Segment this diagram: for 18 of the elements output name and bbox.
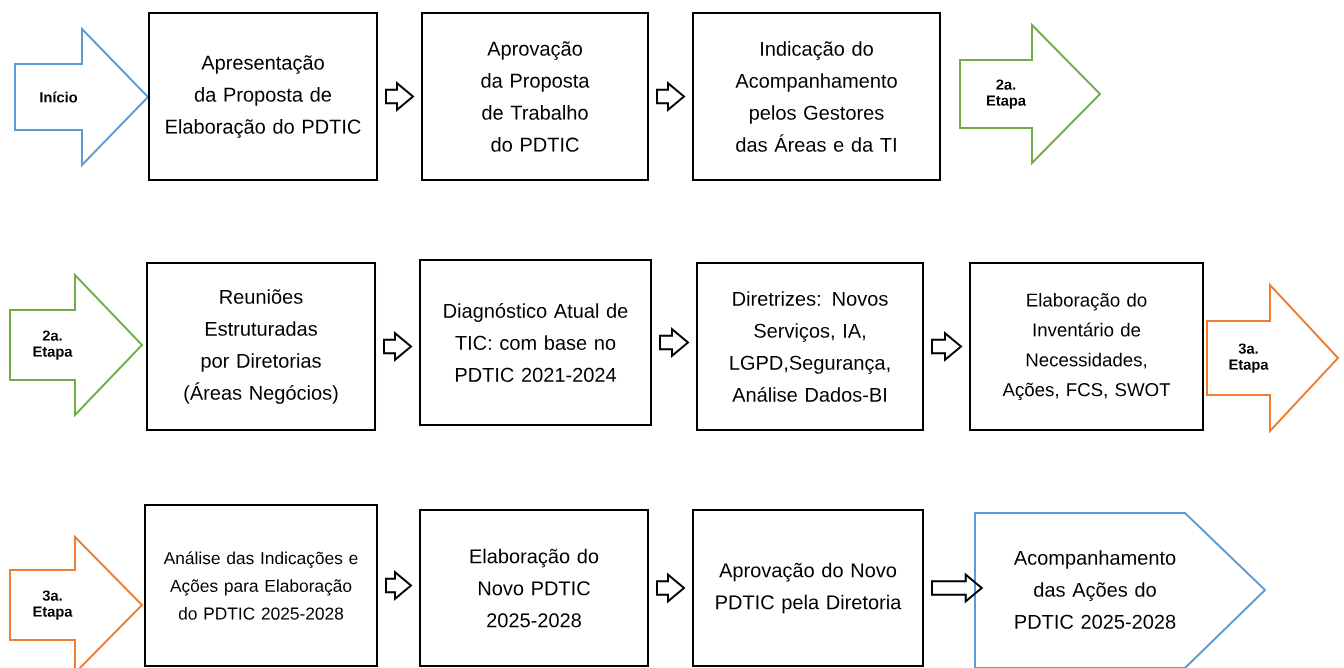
block-arrow-connector [385, 81, 415, 112]
process-box: Elaboração do Inventário de Necessidades, Ações, FCS, SWOT [969, 262, 1204, 431]
process-box: Aprovação do Novo PDTIC pela Diretoria [692, 509, 924, 667]
block-arrow-connector [931, 572, 984, 604]
process-box: Aprovação da Proposta de Trabalho do PDTIC [421, 12, 649, 181]
process-box: Indicação do Acompanhamento pelos Gestores das Áreas e da TI [692, 12, 941, 181]
block-arrow-connector [385, 570, 413, 601]
block-arrow-connector [656, 572, 686, 604]
process-box: Apresentação da Proposta de Elaboração do PDTIC [148, 12, 378, 181]
block-arrow-connector [659, 327, 690, 358]
block-arrow-connector [656, 81, 686, 112]
process-box: Diretrizes: Novos Serviços, IA, LGPD,Segurança, Análise Dados-BI [696, 262, 924, 431]
block-arrow-connector [931, 331, 963, 362]
process-box: Elaboração do Novo PDTIC 2025-2028 [419, 509, 649, 667]
process-box: Análise das Indicações e Ações para Elaboração do PDTIC 2025-2028 [144, 504, 378, 667]
process-box: Diagnóstico Atual de TIC: com base no PDTIC 2021-2024 [419, 259, 652, 426]
process-box: Reuniões Estruturadas por Diretorias (Áreas Negócios) [146, 262, 376, 431]
block-arrow-connector [383, 331, 413, 362]
